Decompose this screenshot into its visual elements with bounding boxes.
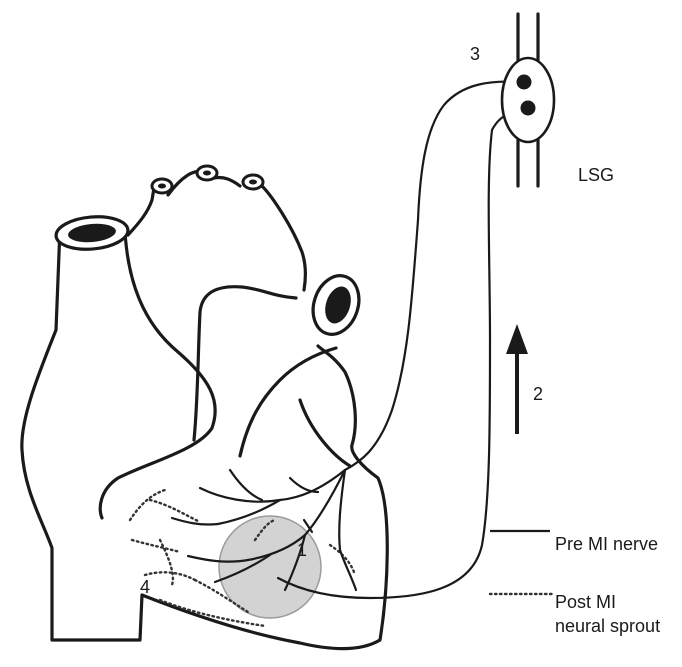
- legend-pre-mi-label: Pre MI nerve: [555, 534, 658, 554]
- pre-mi-nerves: [172, 82, 524, 598]
- vessel-openings: [55, 166, 366, 340]
- left-stellate-ganglion: [502, 14, 554, 186]
- legend-post-mi-label-line1: Post MI: [555, 592, 616, 612]
- label-arrow-2: 2: [533, 384, 543, 404]
- label-lsg: LSG: [578, 165, 614, 185]
- label-sprout-4: 4: [140, 577, 150, 597]
- legend: Pre MI nerve Post MI neural sprout: [490, 531, 660, 636]
- legend-post-mi-label-line2: neural sprout: [555, 616, 660, 636]
- label-ganglion-3: 3: [470, 44, 480, 64]
- direction-arrow: [506, 324, 528, 434]
- label-site-1: 1: [297, 540, 307, 560]
